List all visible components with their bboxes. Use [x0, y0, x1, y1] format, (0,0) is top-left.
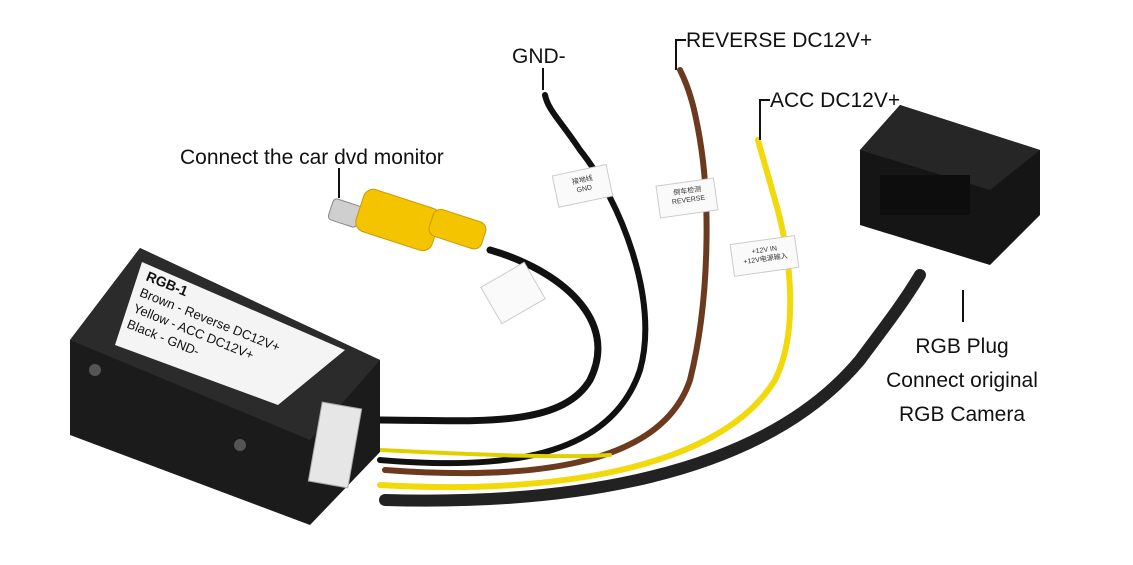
- wire-bundle: [371, 67, 926, 507]
- acc-wire-tag: [729, 234, 800, 277]
- monitor-callout: Connect the car dvd monitor: [180, 146, 444, 169]
- rgb-callout-line1: RGB Plug: [915, 335, 1009, 358]
- rgb-plug-callout: RGB Plug Connect original RGB Camera: [862, 330, 1062, 432]
- acc-callout: ACC DC12V+: [770, 89, 901, 112]
- gnd-wire-tag: [551, 163, 614, 208]
- reverse-wire-tag: [655, 177, 719, 219]
- rgb-callout-line2: Connect original: [886, 369, 1038, 392]
- rca-connector: [327, 188, 487, 252]
- rgb-module: [70, 248, 380, 525]
- gnd-callout: GND-: [512, 45, 566, 68]
- rgb-callout-line3: RGB Camera: [898, 403, 1026, 426]
- rca-wire-tag: [480, 261, 546, 325]
- rgb-plug: [860, 105, 1040, 265]
- reverse-callout: REVERSE DC12V+: [686, 29, 873, 52]
- callout-lines: [338, 39, 964, 322]
